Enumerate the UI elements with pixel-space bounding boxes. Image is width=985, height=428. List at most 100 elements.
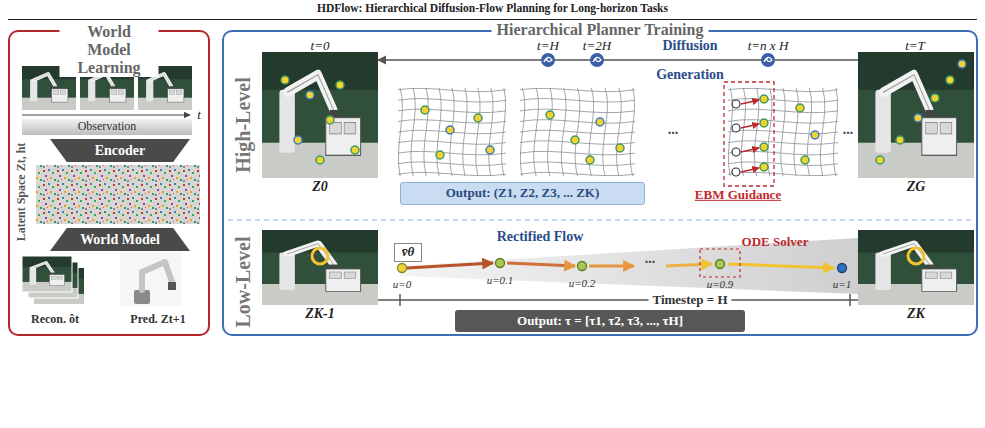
ebm-guidance — [760, 163, 768, 171]
latent-points — [914, 114, 922, 122]
diffusion-icon — [764, 57, 772, 62]
mesh-points — [421, 104, 819, 164]
panel-frame: Hierarchical Planner TrainingZ0ZGOutput:… — [222, 30, 978, 336]
box-label: Observation — [78, 120, 137, 133]
panel-title: World Model Learning — [60, 23, 159, 77]
latent-points — [294, 136, 302, 144]
latent-points — [351, 146, 359, 154]
predicted-robot — [168, 282, 176, 290]
predicted-robot — [120, 252, 182, 306]
latent-image-scenes — [858, 230, 974, 305]
diffusion-icon — [544, 57, 552, 62]
time-label: t=T — [905, 39, 925, 53]
ebm-guidance — [732, 124, 740, 132]
predicted-robot — [142, 262, 172, 290]
observation-band: Observation — [22, 119, 192, 135]
latent-image-scenes — [262, 52, 378, 178]
ebm-guidance — [732, 148, 740, 156]
diffusion-icon — [541, 53, 775, 67]
flow-steps — [507, 263, 575, 266]
block-shape — [50, 228, 190, 251]
image-caption: ZG — [907, 179, 926, 194]
level-label: Low-Level — [232, 236, 254, 327]
latent-image: ZK-1 — [262, 230, 378, 305]
image-label: Recon. ôt — [31, 313, 79, 326]
latent-points — [908, 248, 924, 264]
ebm-guidance — [732, 168, 740, 176]
latent-points — [946, 76, 954, 84]
level-divider — [228, 219, 974, 220]
image-label: Pred. Zt+1 — [130, 313, 185, 326]
connector-line — [378, 59, 858, 60]
level-divider — [228, 220, 974, 221]
flow-steps — [666, 264, 712, 266]
time-axis — [22, 115, 190, 116]
latent-noise — [36, 165, 200, 224]
reconstruction-frames — [22, 256, 72, 292]
ebm-guidance — [760, 119, 768, 127]
ebm-guidance — [724, 82, 774, 186]
latent-points — [326, 116, 334, 124]
flow-steps — [716, 260, 725, 269]
latent-points — [876, 156, 884, 164]
predicted-robot — [120, 252, 182, 306]
ellipsis: ... — [645, 251, 656, 266]
latent-points — [336, 81, 344, 89]
velocity-box: v̄θ — [394, 243, 422, 262]
step-label: u=0 — [393, 278, 411, 290]
diffusion-icon — [761, 53, 775, 67]
panel-frame: World Model LearningObservationEncoderWo… — [8, 30, 210, 336]
ebm-guidance — [741, 124, 759, 128]
solver-label: ODE Solver — [742, 235, 809, 249]
latent-points — [312, 248, 328, 264]
ebm-guidance — [741, 148, 759, 152]
mesh-points — [446, 126, 454, 134]
step-label: u=0.9 — [707, 278, 734, 290]
mesh-points — [801, 156, 809, 164]
process-label: Rectified Flow — [497, 229, 584, 244]
diffusion-meshes — [398, 88, 838, 176]
step-label: u=0.1 — [487, 274, 514, 286]
ebm-guidance — [741, 168, 759, 172]
latent-noise — [36, 165, 200, 224]
mesh-points — [474, 114, 482, 122]
ellipsis: ... — [843, 122, 854, 137]
flow-steps — [398, 249, 847, 277]
ebm-guidance — [741, 100, 759, 104]
time-label: t=H — [537, 39, 559, 53]
box-label: Output: (Z1, Z2, Z3, ... ZK) — [446, 186, 600, 200]
diffusion-meshes — [520, 88, 635, 176]
mesh-points — [596, 118, 604, 126]
time-label: t=2H — [583, 39, 611, 53]
title-rule — [8, 19, 977, 20]
level-label: High-Level — [232, 77, 254, 173]
diffusion-icon — [593, 57, 601, 62]
output-box: Output: (Z1, Z2, Z3, ... ZK) — [400, 182, 645, 205]
latent-points — [281, 76, 289, 84]
connector-label: Timestep = H — [648, 293, 731, 307]
box-label: v̄θ — [402, 245, 415, 259]
block-shape — [50, 139, 190, 162]
box-label: World Model — [80, 232, 160, 247]
time-label: t=0 — [311, 39, 330, 53]
time-label: t=n x H — [748, 39, 789, 53]
box-label: Encoder — [95, 143, 146, 158]
ebm-guidance — [732, 100, 740, 108]
latent-points — [306, 91, 314, 99]
ellipsis: ... — [668, 122, 679, 137]
mesh-points — [486, 146, 494, 154]
ebm-guidance — [760, 95, 768, 103]
latent-image-scenes — [262, 52, 974, 305]
latent-points — [896, 136, 904, 144]
mesh-points — [546, 111, 554, 119]
reconstruction-frames — [22, 256, 84, 304]
flow-steps — [578, 262, 587, 271]
mesh-points — [436, 151, 444, 159]
mesh-points — [421, 106, 429, 114]
flow-steps — [496, 259, 505, 268]
diffusion-meshes — [728, 88, 838, 176]
time-axis — [22, 114, 190, 115]
mesh-points — [616, 144, 624, 152]
mesh-points — [811, 131, 819, 139]
